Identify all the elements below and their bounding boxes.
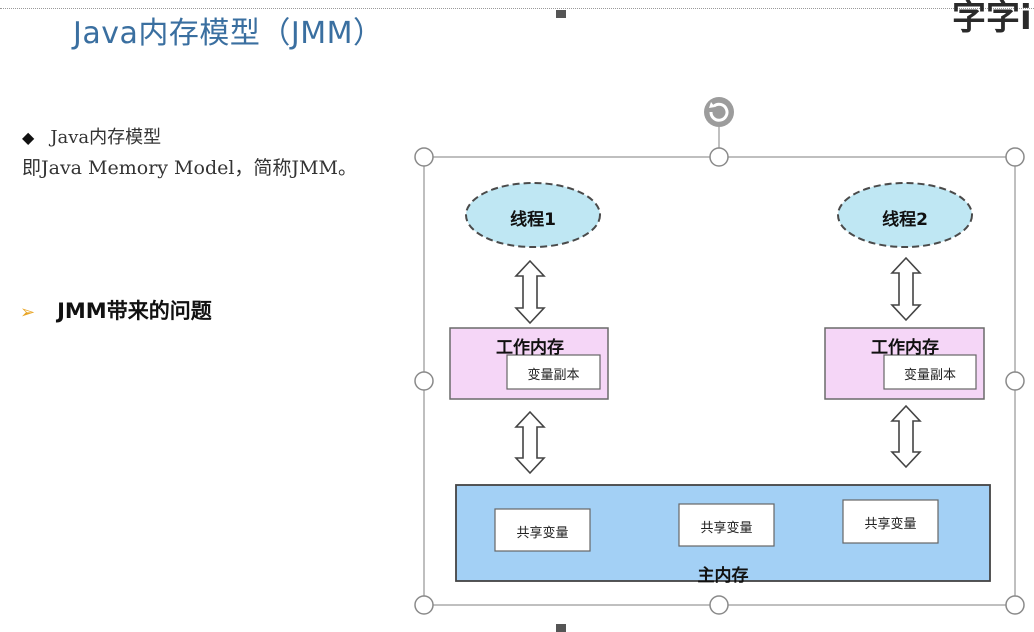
resize-handle-bottom-left[interactable] [414,595,434,615]
slide-selection-handle-top[interactable] [556,10,566,18]
arrow-bullet-icon: ➢ [20,302,36,323]
rotate-icon[interactable] [704,97,734,127]
bullet1-text: Java内存模型 [50,127,162,148]
resize-handle-right[interactable] [1005,371,1025,391]
resize-handle-top[interactable] [709,147,729,167]
shared-var-3-label: 共享变量 [864,517,917,532]
shared-var-2-label: 共享变量 [700,521,753,536]
bullet2-text: JMM带来的问题 [57,299,212,323]
arrow-thread1-work [514,259,546,325]
bullet-jmm-subtext[interactable]: 即Java Memory Model，简称JMM。 [22,157,357,179]
resize-handle-left[interactable] [414,371,434,391]
shared-var-2[interactable] [678,503,775,547]
brand-logo: 字字i [952,0,1034,40]
var-copy-right[interactable] [883,354,977,390]
arrow-work-main-left [514,410,546,475]
arrow-thread2-work [890,256,922,322]
thread1-ellipse[interactable] [465,182,601,248]
thread1-label: 线程1 [510,210,556,230]
resize-handle-top-right[interactable] [1005,147,1025,167]
shared-var-3[interactable] [842,499,939,544]
bullet-jmm-problems[interactable]: ➢ JMM带来的问题 [20,295,212,325]
main-memory-label: 主内存 [697,566,749,586]
work-memory-right-label: 工作内存 [871,338,939,358]
work-memory-left-label: 工作内存 [496,338,564,358]
arrow-work-main-right [890,404,922,469]
bullet-jmm-definition[interactable]: ◆ Java内存模型 [22,123,161,149]
shared-var-1[interactable] [494,508,591,552]
slide-selection-handle-bottom[interactable] [556,624,566,632]
resize-handle-top-left[interactable] [414,147,434,167]
slide-title[interactable]: Java内存模型（JMM） [73,16,384,51]
shared-var-1-label: 共享变量 [516,526,569,541]
var-copy-left[interactable] [506,354,601,390]
var-copy-right-label: 变量副本 [903,368,956,383]
resize-handle-bottom-right[interactable] [1005,595,1025,615]
thread2-ellipse[interactable] [837,182,973,248]
diamond-bullet-icon: ◆ [22,128,35,147]
var-copy-left-label: 变量副本 [527,368,580,383]
brand-logo-text: 字字i [952,0,1032,38]
thread2-label: 线程2 [882,210,928,230]
top-dotted-guide [0,8,1034,9]
resize-handle-bottom[interactable] [709,595,729,615]
